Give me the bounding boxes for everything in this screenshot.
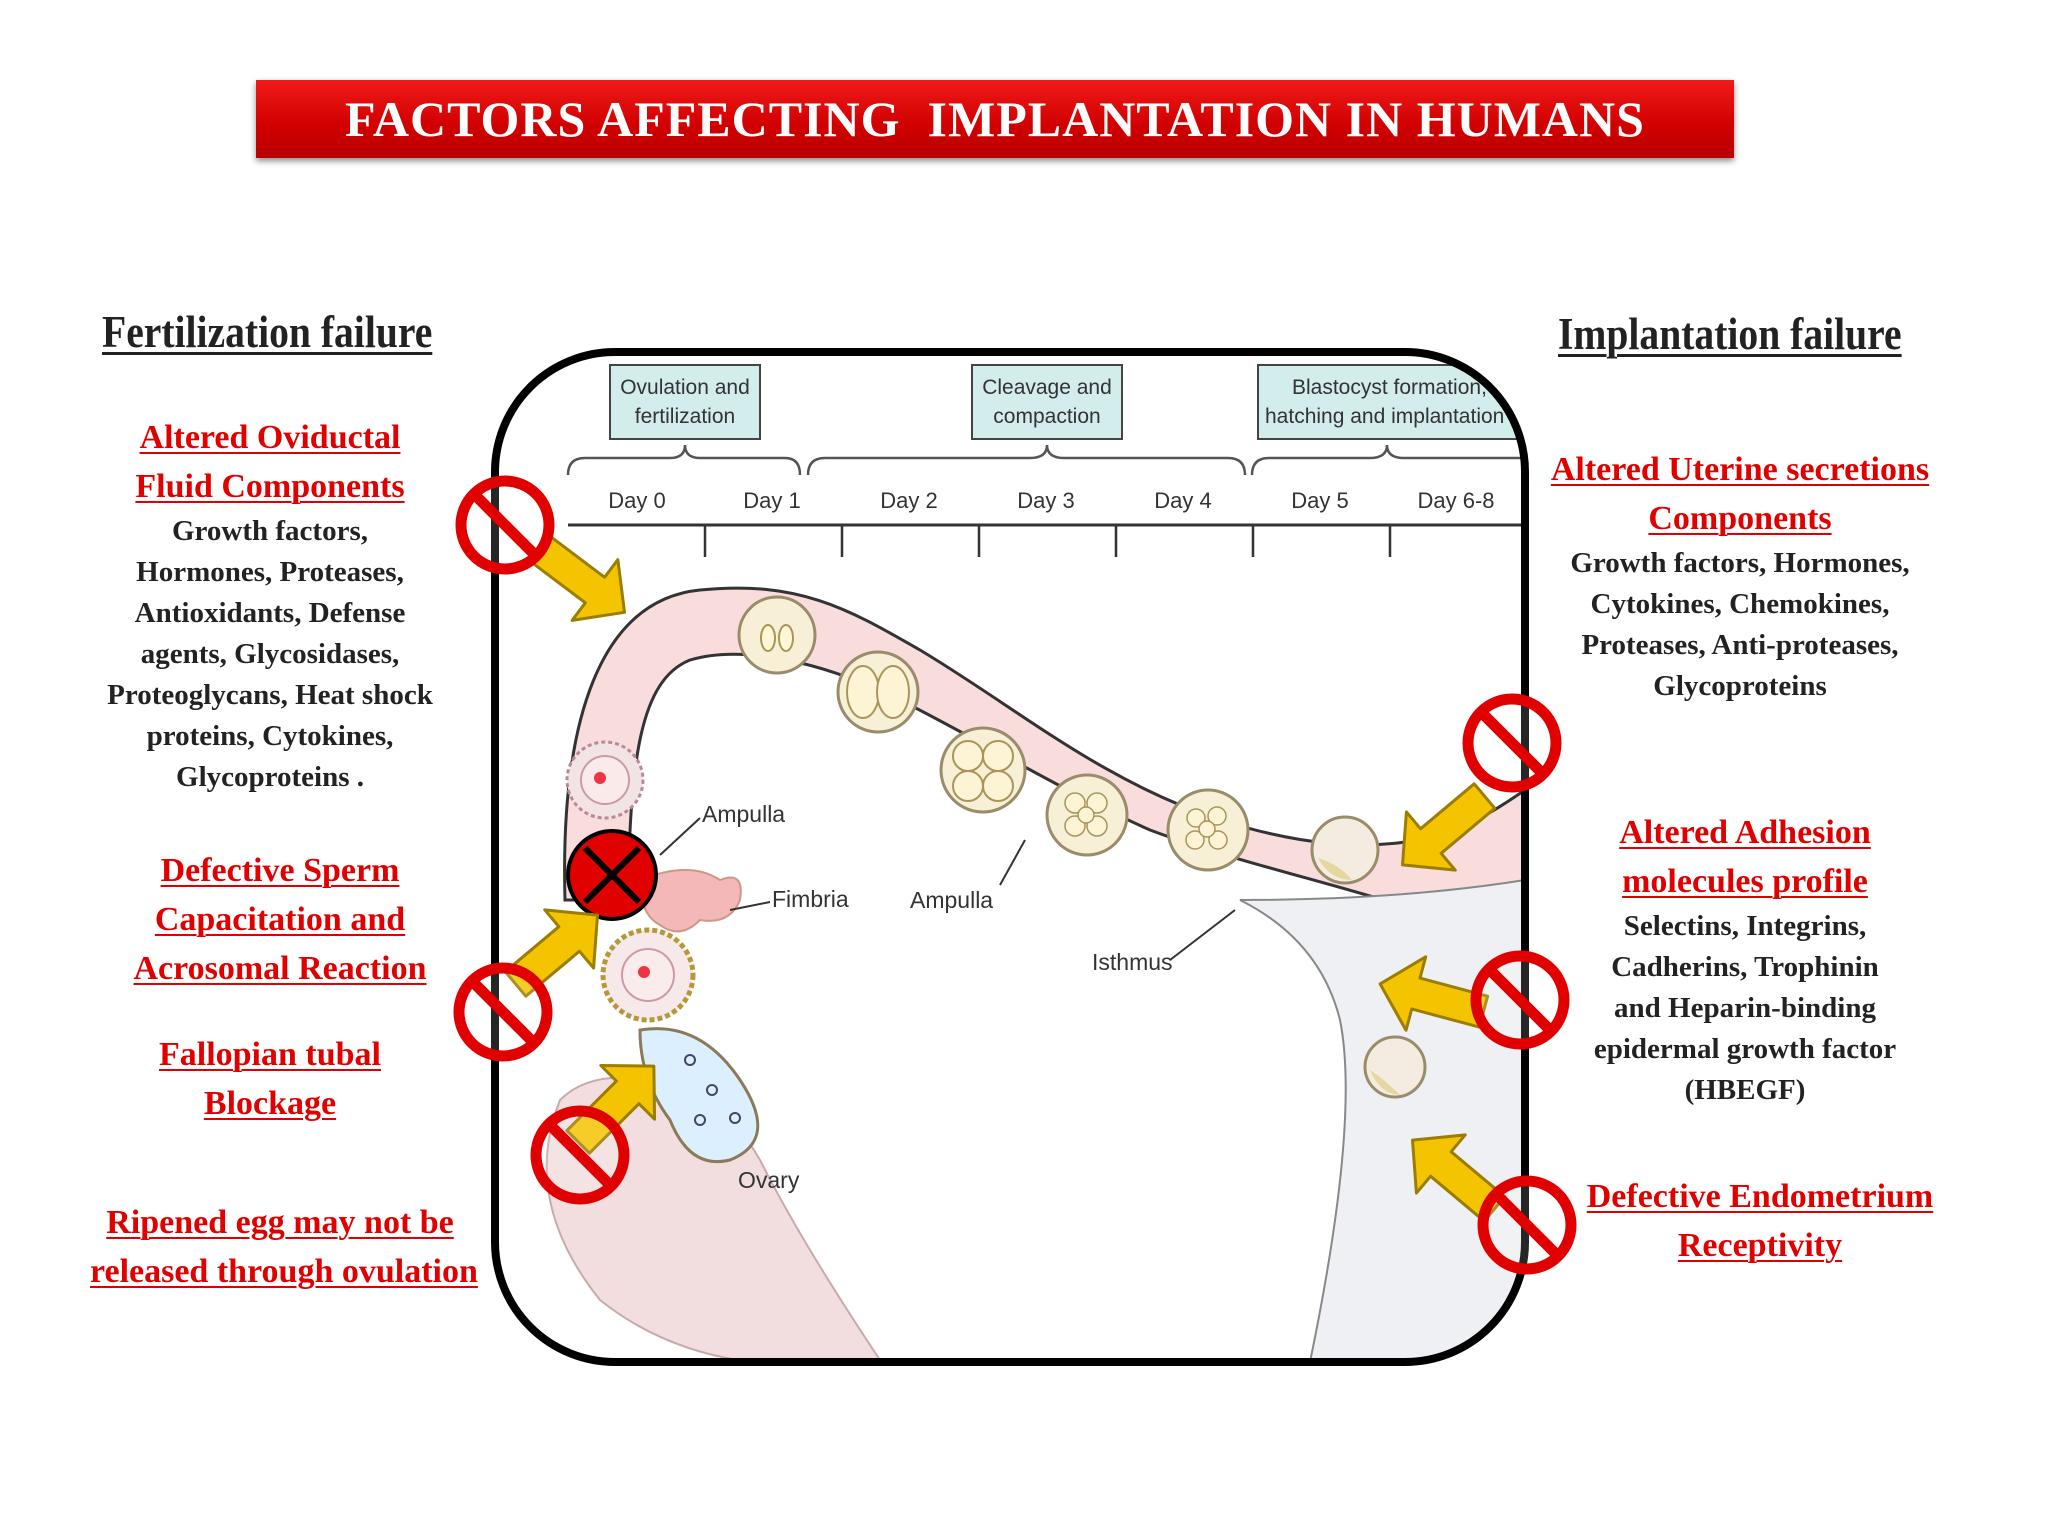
blastocyst-day5 [1310,815,1380,885]
sperm-capacitation-line-3: Acrosomal Reaction [133,950,427,987]
stage-box-cleavage: Cleavage and compaction [971,364,1123,440]
adhesion-molecules-line-4: epidermal growth factor [1593,1033,1897,1065]
prohibited-icon-uterine [1462,693,1562,793]
oviductal-fluid-line-6: proteins, Cytokines, [146,720,394,752]
brace-cleavage [806,444,1247,476]
fertilization-failure-heading: Fertilization failure [102,307,433,357]
adhesion-molecules-title-2: molecules profile [1622,863,1868,900]
endometrium-receptivity-line-1: Defective Endometrium [1586,1178,1934,1215]
adhesion-molecules-line-1: Selectins, Integrins, [1623,910,1867,942]
oviductal-fluid-title-2: Fluid Components [135,468,405,505]
ovulation-line-1: Ripened egg may not be [106,1204,454,1241]
day-4-label: Day 4 [1154,488,1211,513]
sperm-capacitation-line-1: Defective Sperm [160,852,400,889]
oviductal-fluid-line-1: Growth factors, [172,515,368,547]
tubal-blockage-line-1: Fallopian tubal [158,1036,381,1073]
uterine-secretions-line-3: Proteases, Anti-proteases, [1581,629,1899,661]
stage-blastocyst-line-2: hatching and implantation [1265,405,1504,428]
day-1-label: Day 1 [743,488,800,513]
prohibited-icon-adhesion [1470,950,1570,1050]
adhesion-molecules-line-3: and Heparin-binding [1614,992,1876,1024]
sperm-capacitation-line-2: Capacitation and [154,901,406,938]
tubal-blockage-line-2: Blockage [203,1085,337,1122]
label-ovary: Ovary [738,1167,800,1193]
adhesion-molecules-title-1: Altered Adhesion [1619,814,1871,851]
day-0-label: Day 0 [608,488,665,513]
arrow-oviductal-icon [527,533,627,622]
prohibited-icon-oviductal [455,475,555,575]
label-ampulla-left: Ampulla [702,801,785,827]
tubal-blockage-block: Fallopian tubal Blockage [120,1030,420,1128]
ovulated-egg [600,927,696,1023]
label-fimbria: Fimbria [772,886,849,912]
stage-box-blastocyst: Blastocyst formation, hatching and impla… [1257,364,1525,440]
blocked-x-icon [566,829,658,921]
endometrium-receptivity-block: Defective Endometrium Receptivity [1585,1172,1935,1270]
morula-early [1045,773,1129,857]
ovarian-follicle [638,1027,760,1164]
adhesion-molecules-line-5: (HBEGF) [1684,1074,1806,1106]
uterine-secretions-title-2: Components [1648,500,1832,537]
two-cell-day2 [836,650,920,734]
oviductal-fluid-line-4: agents, Glycosidases, [140,638,400,670]
uterine-secretions-line-1: Growth factors, Hormones, [1570,547,1910,579]
uterine-secretions-line-4: Glycoproteins [1653,670,1827,702]
uterine-secretions-title-1: Altered Uterine secretions [1550,451,1930,488]
day-2-label: Day 2 [880,488,937,513]
stage-cleavage-line-1: Cleavage and [982,376,1112,399]
day-3-label: Day 3 [1017,488,1074,513]
prohibited-icon-endometrium [1477,1175,1577,1275]
stage-box-ovulation: Ovulation and fertilization [609,364,761,440]
brace-ovulation [566,444,802,476]
uterine-secretions-line-2: Cytokines, Chemokines, [1590,588,1890,620]
ovulation-block: Ripened egg may not be released through … [90,1198,478,1296]
arrow-uterine-icon [1401,782,1497,872]
four-cell-day3 [939,726,1027,814]
endometrium-receptivity-line-2: Receptivity [1677,1227,1843,1264]
label-isthmus: Isthmus [1092,949,1173,975]
brace-blastocyst [1250,444,1525,476]
implanting-blastocyst [1363,1035,1427,1099]
oviductal-fluid-line-7: Glycoproteins . [176,761,364,793]
title-banner: FACTORS AFFECTING IMPLANTATION IN HUMANS [256,80,1734,158]
morula-day4 [1166,788,1250,872]
prohibited-icon-sperm [453,962,553,1062]
day-5-label: Day 5 [1291,488,1348,513]
stage-blastocyst-line-1: Blastocyst formation, [1292,376,1487,399]
oviductal-fluid-line-2: Hormones, Proteases, [136,556,404,588]
stage-cleavage-line-2: compaction [993,405,1100,428]
diagram-frame [491,348,1529,1366]
zygote-day1 [737,595,817,675]
stage-ovulation-line-1: Ovulation and [620,376,750,399]
uterine-secretions-block: Altered Uterine secretions Components Gr… [1545,445,1935,707]
oviductal-fluid-line-3: Antioxidants, Defense [134,597,406,629]
adhesion-molecules-block: Altered Adhesion molecules profile Selec… [1565,808,1925,1111]
page-title: FACTORS AFFECTING IMPLANTATION IN HUMANS [345,91,1645,147]
adhesion-molecules-line-2: Cadherins, Trophinin [1611,951,1879,983]
oviductal-fluid-line-5: Proteoglycans, Heat shock [107,679,433,711]
arrow-tubal-icon [565,1063,657,1155]
day-6-8-label: Day 6-8 [1417,488,1494,513]
prohibited-icon-tubal [530,1105,630,1205]
oviductal-fluid-block: Altered Oviductal Fluid Components Growt… [95,413,445,798]
fimbria-shape [638,869,742,933]
oocyte-day0 [565,740,645,820]
sperm-capacitation-block: Defective Sperm Capacitation and Acrosom… [110,846,450,993]
implantation-failure-heading: Implantation failure [1558,309,1902,359]
oviductal-fluid-title-1: Altered Oviductal [139,419,401,456]
label-ampulla-mid: Ampulla [910,887,993,913]
stage-ovulation-line-2: fertilization [635,405,735,428]
ovulation-line-2: released through ovulation [90,1253,478,1290]
